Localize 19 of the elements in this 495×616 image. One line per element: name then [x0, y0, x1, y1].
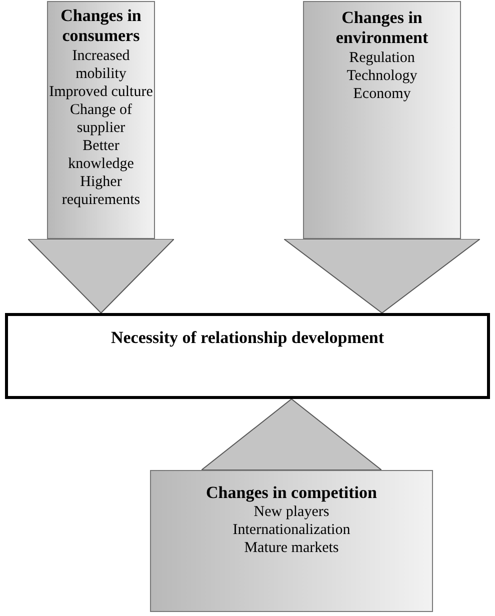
- heading: Changes in environment: [334, 8, 430, 49]
- block-arrow: [201, 398, 382, 470]
- heading: Necessity of relationship development: [110, 328, 386, 348]
- list-item: Higher requirements: [60, 172, 142, 209]
- list-item: Mature markets: [243, 539, 340, 558]
- heading: Changes in competition: [205, 483, 378, 504]
- list-item: New players: [252, 503, 330, 522]
- block-arrow: [28, 238, 174, 314]
- block-arrow: [284, 238, 480, 314]
- list-item: Better knowledge: [67, 136, 135, 173]
- process-box: [5, 313, 490, 399]
- list-item: Technology: [346, 66, 418, 85]
- list-item: Change of supplier: [68, 100, 134, 137]
- list-item: Economy: [352, 84, 412, 103]
- list-item: Regulation: [348, 48, 416, 67]
- list-item: Internationalization: [232, 521, 352, 540]
- list-item: Increased mobility: [71, 46, 131, 83]
- heading: Changes in consumers: [60, 6, 142, 47]
- list-item: Improved culture: [48, 82, 154, 101]
